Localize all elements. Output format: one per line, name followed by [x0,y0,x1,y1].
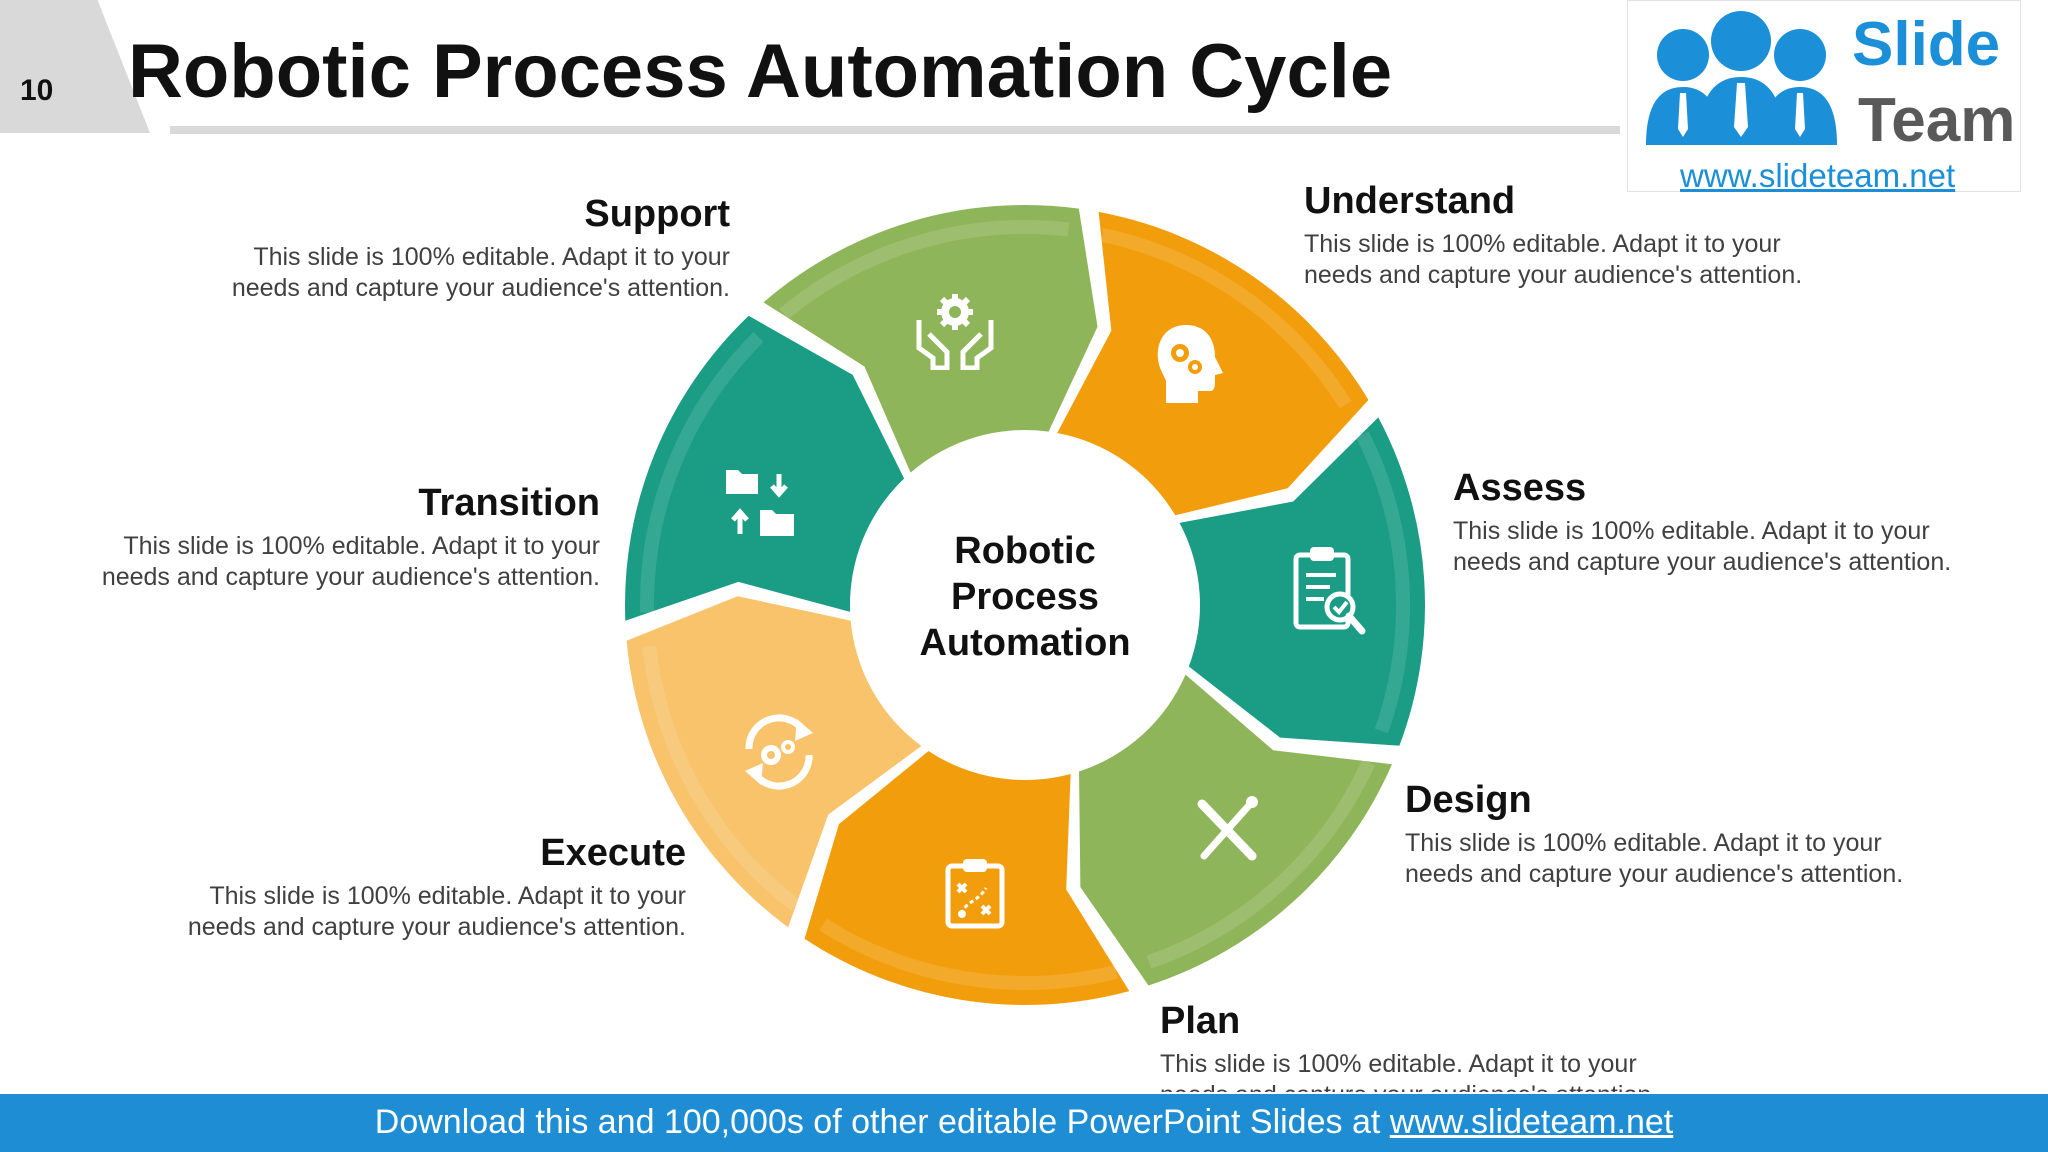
cycle-segment-highlight [642,645,800,911]
pencil-brush-cross-icon [1197,796,1258,861]
brain-gears-icon [1157,325,1223,403]
clipboard-check-icon [1293,547,1366,635]
cycle-segment-transition [625,315,905,621]
step-label-transition: Transition This slide is 100% editable. … [0,482,600,593]
title-underline [170,126,1620,134]
footer-link[interactable]: www.slideteam.net [1389,1103,1674,1141]
cycle-segment-assess [1179,417,1425,746]
step-title: Understand [1304,180,1516,222]
cycle-segment-design [1079,674,1392,986]
people-logo-icon [1646,11,1837,145]
center-label-line: Automation [919,622,1131,664]
slide-number: 10 [20,74,54,107]
step-title: Assess [1453,467,1587,509]
step-title: Plan [1160,1000,1241,1042]
logo-text-slide: Slide [1852,10,2001,79]
gear-refresh-icon [745,714,813,790]
center-label: Robotic Process Automation [880,528,1170,666]
cycle-segment-highlight [640,332,764,613]
strategy-board-icon [945,859,1005,929]
center-label-line: Robotic [954,530,1096,572]
step-description: This slide is 100% editable. Adapt it to… [101,532,600,591]
step-label-support: Support This slide is 100% editable. Ada… [70,193,730,304]
logo-text-team: Team [1858,86,2016,155]
step-description: This slide is 100% editable. Adapt it to… [1304,230,1803,289]
slideteam-logo[interactable]: Slide Team www.slideteam.net [1627,0,2021,194]
logo-url-link[interactable]: www.slideteam.net [1680,157,1956,194]
step-title: Execute [540,832,686,874]
step-label-design: Design This slide is 100% editable. Adap… [1405,779,2048,890]
center-circle [872,452,1178,758]
cycle-segment-highlight [1146,759,1376,969]
step-label-assess: Assess This slide is 100% editable. Adap… [1453,467,2048,578]
folder-transfer-icon [726,470,794,536]
cycle-segment-plan [804,751,1130,1005]
step-label-understand: Understand This slide is 100% editable. … [1304,180,1964,291]
cycle-segment-highlight [779,220,1070,320]
step-label-plan: Plan This slide is 100% editable. Adapt … [1160,1000,1820,1092]
step-description: This slide is 100% editable. Adapt it to… [1160,1050,1658,1092]
hands-gear-icon [916,294,994,370]
step-label-execute: Execute This slide is 100% editable. Ada… [26,832,686,943]
step-description: This slide is 100% editable. Adapt it to… [1405,829,1904,888]
page-title: Robotic Process Automation Cycle [128,29,1393,114]
step-description: This slide is 100% editable. Adapt it to… [1453,517,1952,576]
download-banner-text: Download this and 100,000s of other edit… [0,1103,2048,1142]
step-title: Design [1405,779,1532,821]
center-label-line: Process [951,576,1099,618]
download-banner: Download this and 100,000s of other edit… [0,1094,2048,1152]
step-description: This slide is 100% editable. Adapt it to… [231,243,730,302]
cycle-segment-highlight [819,918,1118,990]
cycle-segment-highlight [1100,228,1352,409]
cycle-segment-highlight [1356,431,1411,734]
step-description: This slide is 100% editable. Adapt it to… [187,882,686,941]
step-title: Transition [418,482,600,524]
footer-text: Download this and 100,000s of other edit… [374,1103,1390,1141]
step-title: Support [584,193,730,235]
